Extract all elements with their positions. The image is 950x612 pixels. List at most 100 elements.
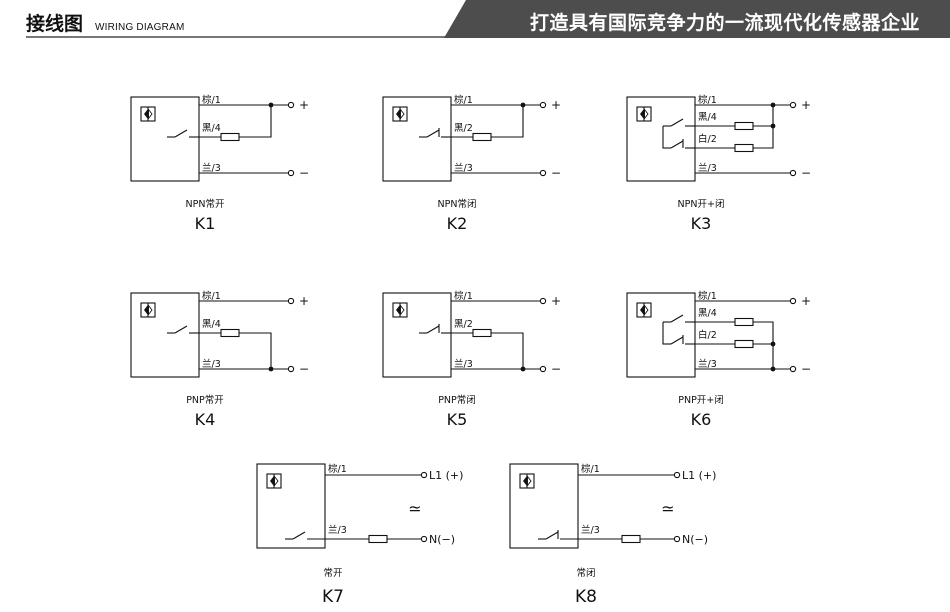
terminal-minus: −	[299, 362, 309, 376]
terminal-minus: −	[801, 362, 811, 376]
diagram-label: K3	[691, 214, 712, 233]
junction-dot	[520, 102, 526, 108]
switch-contact	[426, 325, 440, 334]
diagram-caption: PNP常开	[186, 394, 224, 406]
wire-load	[491, 105, 524, 138]
wire-load	[239, 105, 272, 138]
wire-label: 棕/1	[698, 290, 717, 302]
junction-dot	[520, 366, 526, 372]
diagram-label: K5	[447, 410, 468, 429]
sensor-body	[626, 292, 696, 378]
wire-label: 棕/1	[581, 463, 600, 475]
wire-load	[753, 105, 774, 149]
diagram-caption: NPN常开	[186, 198, 225, 210]
terminal	[420, 535, 428, 543]
resistor	[220, 132, 240, 142]
header-title-group: 接线图 WIRING DIAGRAM	[26, 9, 184, 36]
wire-label: 兰/3	[698, 162, 717, 174]
sensor-icon-left	[523, 476, 527, 486]
switch-common	[662, 126, 671, 149]
sensor-body	[256, 463, 326, 549]
resistor	[734, 121, 754, 131]
terminal	[287, 365, 295, 373]
resistor	[734, 143, 754, 153]
resistor	[368, 534, 388, 544]
switch-contact	[670, 140, 684, 149]
terminal	[420, 471, 428, 479]
header-banner: 打造具有国际竞争力的一流现代化传感器企业	[444, 0, 950, 38]
diagram-label: K7	[322, 587, 344, 607]
diagram-label: K8	[575, 587, 597, 607]
terminal	[789, 101, 797, 109]
sensor-icon-left	[396, 305, 400, 315]
terminal	[673, 471, 681, 479]
wire-label: 黑/4	[698, 112, 717, 123]
wire-label: 兰/3	[454, 358, 473, 370]
resistor	[734, 317, 754, 327]
diagram-caption: PNP开+闭	[678, 394, 724, 406]
wire-label: 兰/3	[581, 524, 600, 536]
switch-contact	[670, 118, 684, 127]
diagram-caption: NPN开+闭	[678, 198, 725, 210]
ac-symbol: ≃	[408, 499, 421, 518]
terminal	[287, 297, 295, 305]
junction-dot	[770, 123, 776, 129]
wire-label: 棕/1	[454, 94, 473, 106]
terminal	[673, 535, 681, 543]
diagram-caption: 常闭	[576, 567, 595, 579]
junction-dot	[770, 366, 776, 372]
terminal-minus: −	[299, 166, 309, 180]
resistor	[734, 339, 754, 349]
sensor-body	[130, 292, 200, 378]
sensor-icon-left	[144, 109, 148, 119]
terminal	[539, 169, 547, 177]
diagram-caption: 常开	[323, 567, 343, 579]
sensor-icon-left	[144, 305, 148, 315]
sensor-icon-left	[396, 109, 400, 119]
sensor-icon-left	[640, 305, 644, 315]
header-title: 接线图	[26, 13, 84, 35]
terminal-l1: L1 (+)	[682, 469, 716, 482]
resistor	[220, 328, 240, 338]
diagram-label: K4	[195, 410, 216, 429]
wire-label: 白/2	[698, 133, 717, 145]
terminal	[287, 101, 295, 109]
header-subtitle: WIRING DIAGRAM	[95, 22, 185, 33]
wire-label: 棕/1	[328, 463, 347, 475]
diagram-caption: PNP常闭	[438, 394, 476, 406]
wire-label: 兰/3	[698, 358, 717, 370]
wire-label: 黑/2	[454, 123, 473, 134]
ac-symbol: ≃	[661, 499, 674, 518]
switch-contact	[174, 129, 188, 138]
terminal-plus: +	[299, 98, 309, 112]
junction-dot	[268, 366, 274, 372]
wire-label: 黑/4	[202, 123, 221, 134]
wire-load	[491, 332, 524, 369]
terminal-plus: +	[551, 294, 561, 308]
terminal-plus: +	[801, 294, 811, 308]
sensor-body	[626, 96, 696, 182]
terminal	[789, 297, 797, 305]
switch-contact	[426, 129, 440, 138]
wire-label: 兰/3	[202, 358, 221, 370]
sensor-body	[382, 292, 452, 378]
resistor	[472, 328, 492, 338]
junction-dot	[268, 102, 274, 108]
terminal	[539, 101, 547, 109]
resistor	[472, 132, 492, 142]
resistor	[621, 534, 641, 544]
switch-contact	[292, 531, 306, 540]
wire-label: 棕/1	[454, 290, 473, 302]
terminal	[789, 365, 797, 373]
terminal-l1: L1 (+)	[429, 469, 463, 482]
page-header: 接线图 WIRING DIAGRAM 打造具有国际竞争力的一流现代化传感器企业	[0, 0, 950, 42]
wire-label: 兰/3	[328, 524, 347, 536]
wire-load	[753, 321, 774, 369]
diagram-label: K6	[691, 410, 712, 429]
